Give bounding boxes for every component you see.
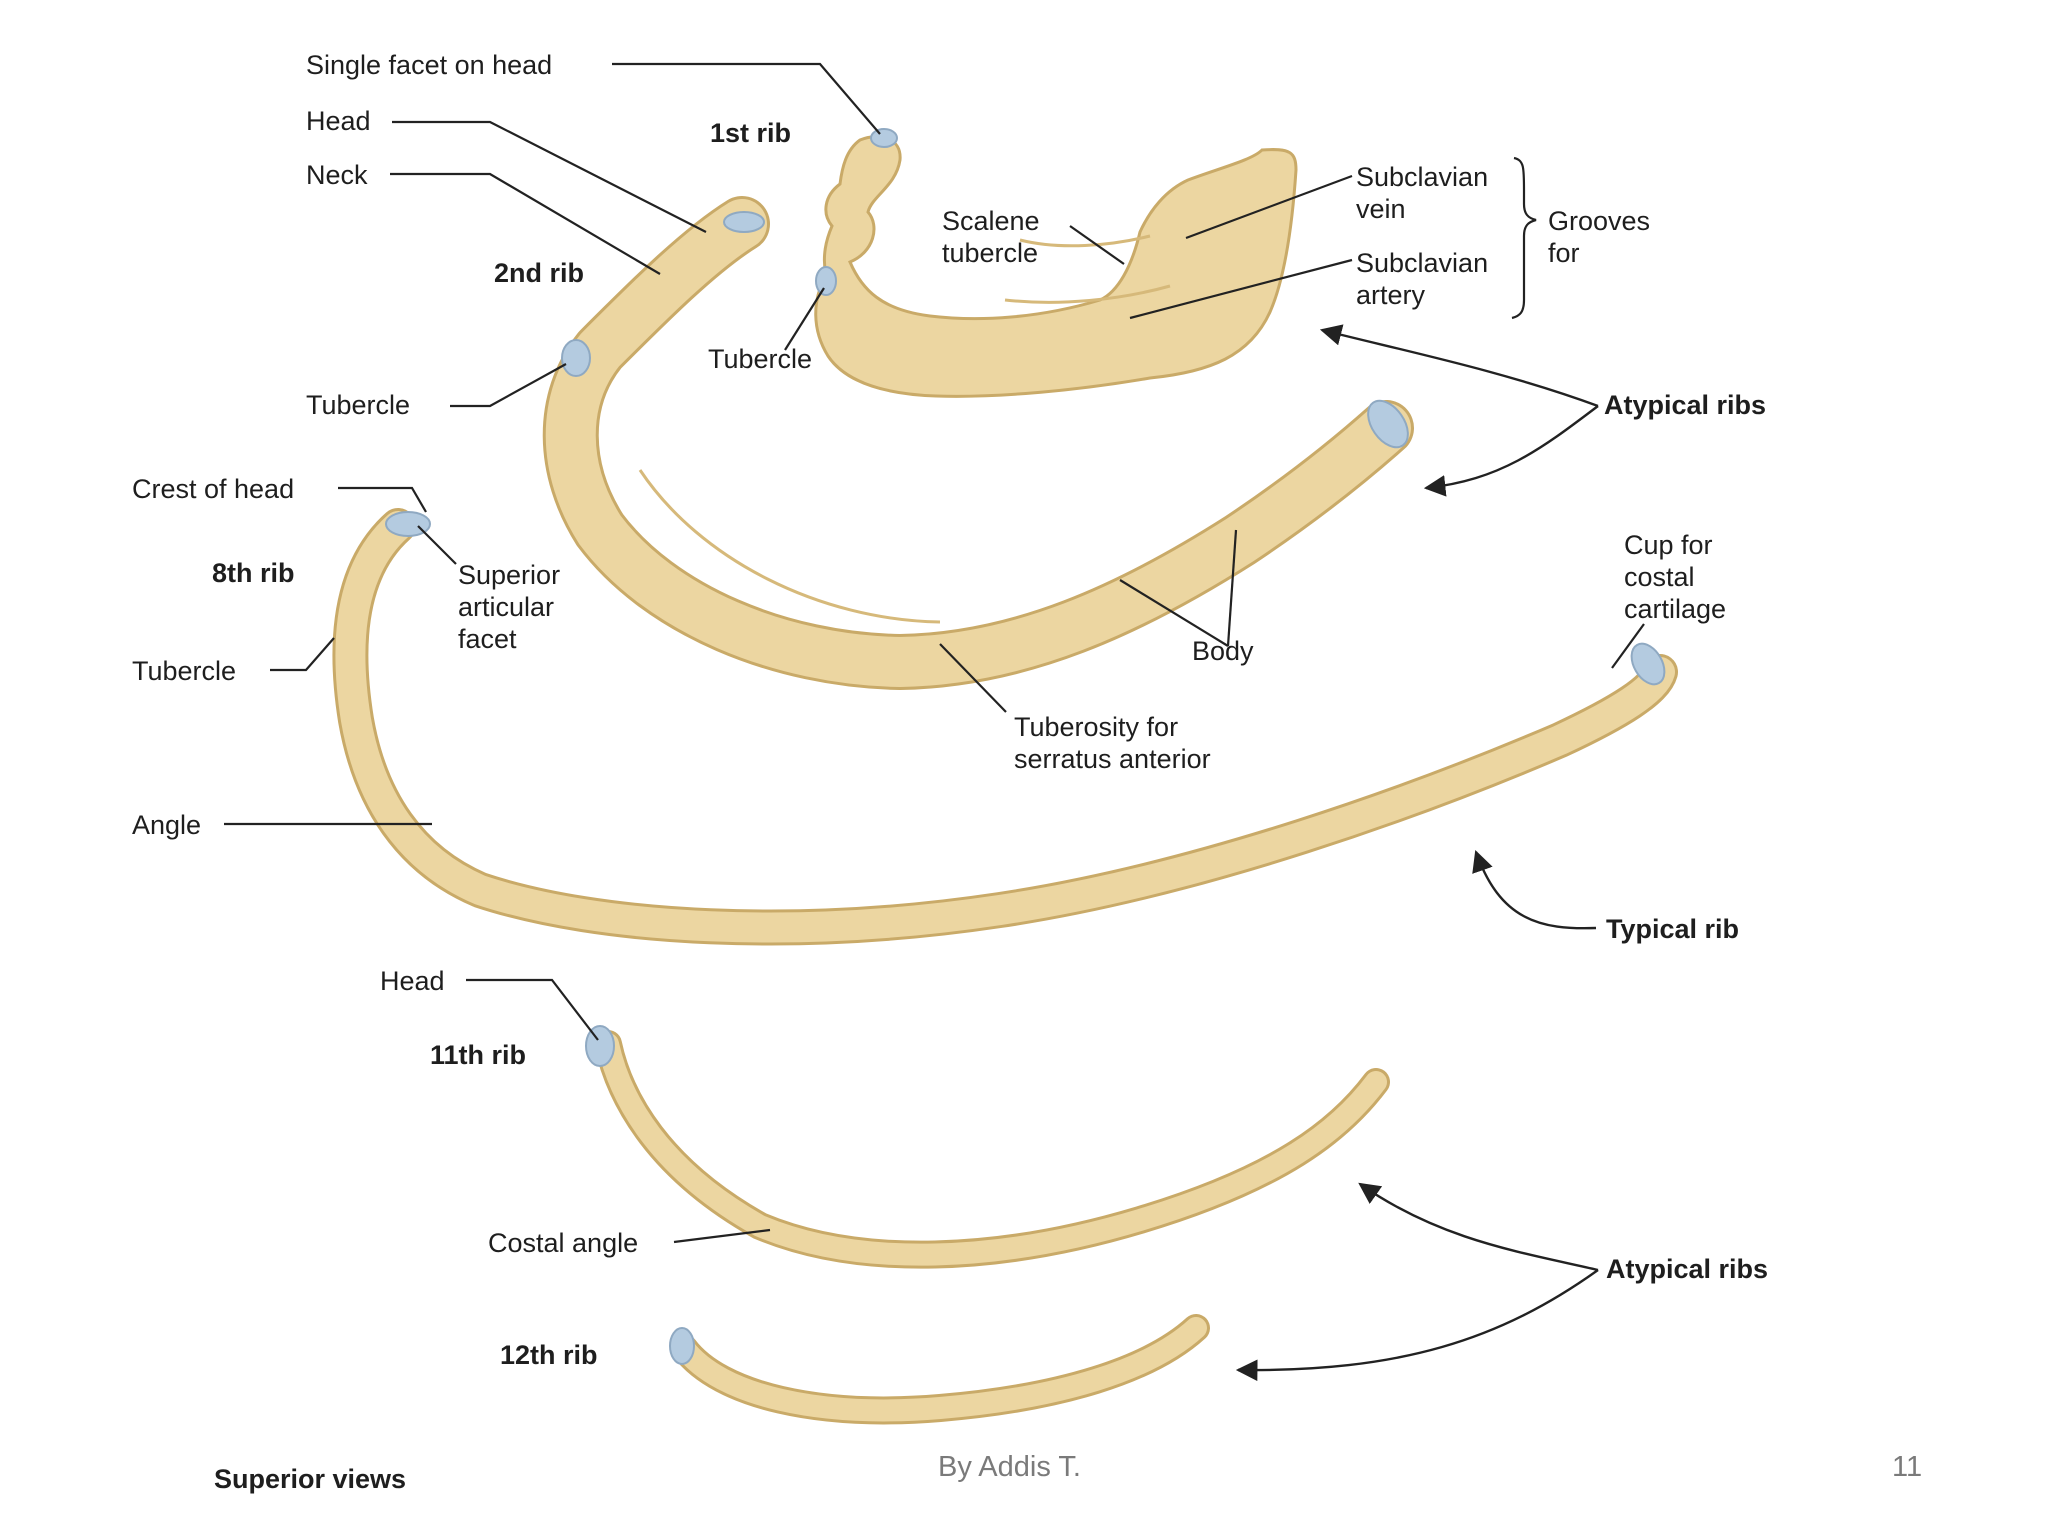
label-cup-for-costal-cartilage-1: Cup for <box>1624 530 1713 560</box>
label-1st-rib: 1st rib <box>710 118 791 148</box>
twelfth-rib-head-facet <box>669 1327 695 1365</box>
first-rib-head-facet <box>870 128 898 148</box>
label-scalene-tubercle-2: tubercle <box>942 238 1038 268</box>
labels: Single facet on head Head Neck 1st rib 2… <box>132 50 1768 1494</box>
label-neck: Neck <box>306 160 368 190</box>
label-subclavian-vein-2: vein <box>1356 194 1406 224</box>
label-tubercle-1st: Tubercle <box>708 344 812 374</box>
label-crest-of-head: Crest of head <box>132 474 294 504</box>
slide-footer: By Addis T. 11 <box>938 1451 1922 1483</box>
label-superior-views: Superior views <box>214 1464 406 1494</box>
first-rib-tubercle-facet <box>815 266 837 296</box>
footer-page-number: 11 <box>1892 1451 1922 1483</box>
label-subclavian-artery-1: Subclavian <box>1356 248 1488 278</box>
twelfth-rib <box>669 1314 1210 1425</box>
eleventh-rib <box>585 1025 1390 1269</box>
label-2nd-rib: 2nd rib <box>494 258 584 288</box>
label-subclavian-vein-1: Subclavian <box>1356 162 1488 192</box>
eighth-rib-head-facet <box>385 511 431 537</box>
second-rib-tubercle-facet <box>561 339 591 377</box>
label-single-facet-on-head: Single facet on head <box>306 50 552 80</box>
label-superior-articular-facet-3: facet <box>458 624 517 654</box>
eleventh-rib-head-facet <box>585 1025 615 1067</box>
label-grooves-for-1: Grooves <box>1548 206 1650 236</box>
eighth-rib <box>332 508 1678 946</box>
label-atypical-ribs-lower: Atypical ribs <box>1606 1254 1768 1284</box>
label-angle: Angle <box>132 810 201 840</box>
label-superior-articular-facet-1: Superior <box>458 560 560 590</box>
label-tubercle-2nd: Tubercle <box>306 390 410 420</box>
label-costal-angle: Costal angle <box>488 1228 638 1258</box>
label-scalene-tubercle-1: Scalene <box>942 206 1040 236</box>
label-grooves-for-2: for <box>1548 238 1580 268</box>
leader-lines <box>224 62 1645 1244</box>
second-rib-head-facet <box>723 211 765 233</box>
label-12th-rib: 12th rib <box>500 1340 598 1370</box>
footer-author: By Addis T. <box>938 1451 1081 1483</box>
label-tubercle-8th: Tubercle <box>132 656 236 686</box>
label-cup-for-costal-cartilage-2: costal <box>1624 562 1695 592</box>
label-atypical-ribs-upper: Atypical ribs <box>1604 390 1766 420</box>
arrows <box>1235 324 1599 1382</box>
label-superior-articular-facet-2: articular <box>458 592 554 622</box>
label-typical-rib: Typical rib <box>1606 914 1739 944</box>
eighth-rib-cup <box>1630 642 1666 686</box>
label-8th-rib: 8th rib <box>212 558 295 588</box>
label-tuberosity-serratus-2: serratus anterior <box>1014 744 1211 774</box>
label-tuberosity-serratus-1: Tuberosity for <box>1014 712 1178 742</box>
label-head-2nd: Head <box>306 106 371 136</box>
label-subclavian-artery-2: artery <box>1356 280 1426 310</box>
second-rib <box>542 196 1414 690</box>
label-11th-rib: 11th rib <box>430 1040 526 1070</box>
label-head-11th: Head <box>380 966 445 996</box>
label-body: Body <box>1192 636 1254 666</box>
first-rib <box>814 128 1298 398</box>
label-cup-for-costal-cartilage-3: cartilage <box>1624 594 1726 624</box>
second-rib-cup <box>1367 399 1409 449</box>
